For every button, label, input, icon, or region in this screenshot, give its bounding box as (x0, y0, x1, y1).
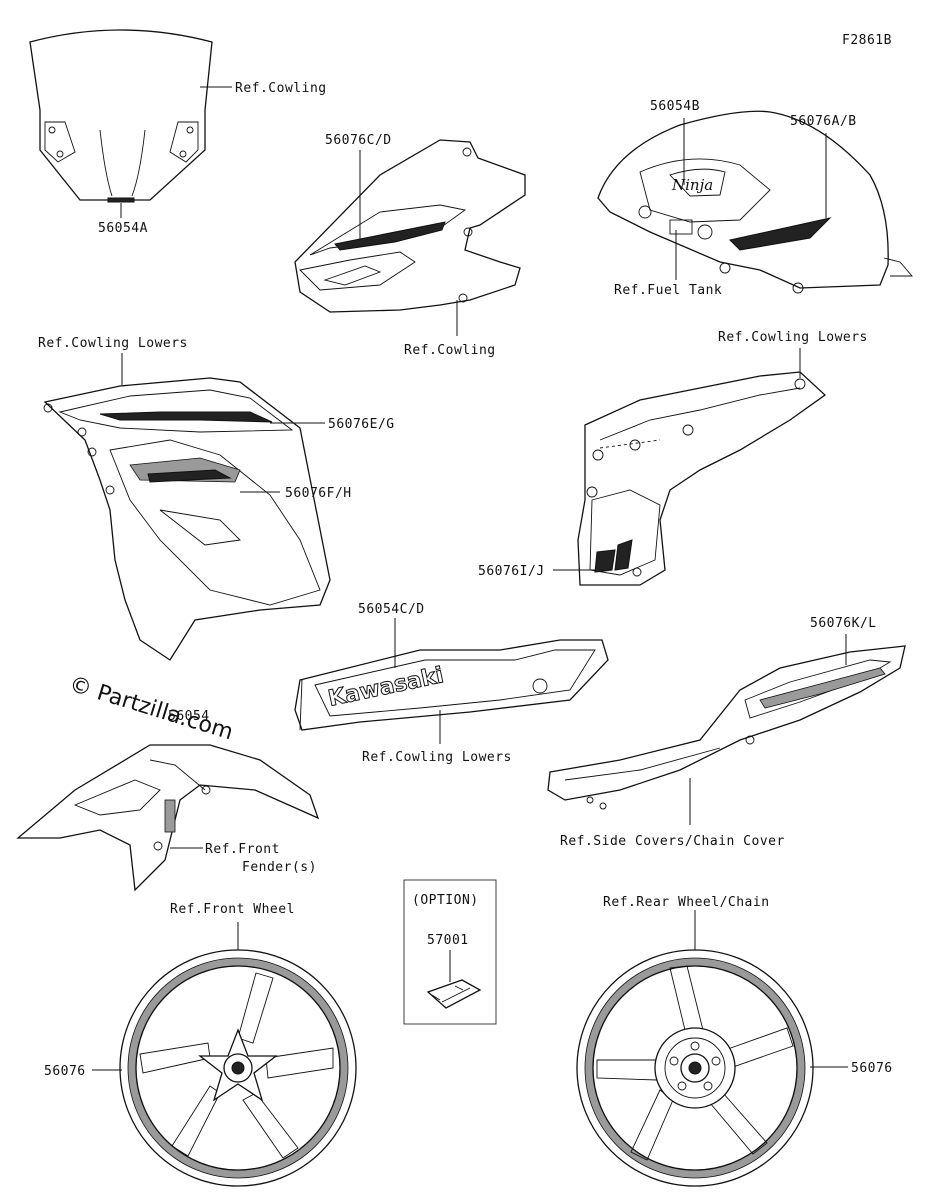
windscreen-decal (107, 197, 135, 203)
label-option: (OPTION) (412, 893, 479, 908)
option-clip (426, 979, 482, 1009)
tail-cowl (547, 645, 906, 810)
label-56076ab: 56076A/B (790, 114, 857, 129)
front-fender (16, 744, 320, 892)
label-ref-cowling-top: Ref.Cowling (235, 81, 327, 96)
windscreen (29, 29, 213, 203)
label-56054cd: 56054C/D (358, 602, 425, 617)
ninja-decal: Ninja (671, 176, 713, 194)
figure-id: F2861B (842, 33, 892, 48)
label-ref-fuel-tank: Ref.Fuel Tank (614, 283, 722, 298)
label-ref-front-fender-1: Ref.Front (205, 842, 280, 857)
label-56076ij: 56076I/J (478, 564, 545, 579)
label-ref-cowling-lowers-center: Ref.Cowling Lowers (362, 750, 512, 765)
label-ref-cowling-lowers-left: Ref.Cowling Lowers (38, 336, 188, 351)
label-56054: 56054 (168, 709, 210, 724)
label-ref-rear-wheel: Ref.Rear Wheel/Chain (603, 895, 770, 910)
upper-cowling (294, 139, 526, 313)
label-ref-cowling-mid: Ref.Cowling (404, 343, 496, 358)
label-56054a: 56054A (98, 221, 148, 236)
right-lower-cowling (577, 371, 827, 586)
left-lower-cowling (43, 377, 331, 661)
partzilla-watermark: © Partzilla.com (66, 672, 236, 746)
label-ref-front-fender-2: Fender(s) (242, 860, 317, 875)
option-box (403, 879, 497, 1025)
label-56076kl: 56076K/L (810, 616, 877, 631)
label-56076eg: 56076E/G (328, 417, 395, 432)
label-56076cd: 56076C/D (325, 133, 392, 148)
label-ref-front-wheel: Ref.Front Wheel (170, 902, 295, 917)
fuel-tank: Ninja (597, 110, 913, 294)
front-wheel (119, 949, 357, 1187)
rear-wheel (576, 949, 814, 1187)
label-ref-cowling-lowers-right: Ref.Cowling Lowers (718, 330, 868, 345)
label-56076-left: 56076 (44, 1064, 86, 1079)
label-56076fh: 56076F/H (285, 486, 352, 501)
label-56054b: 56054B (650, 99, 700, 114)
center-lower-cowling: Kawasaki (294, 639, 609, 731)
label-ref-side-covers: Ref.Side Covers/Chain Cover (560, 834, 785, 849)
label-56076-right: 56076 (851, 1061, 893, 1076)
label-57001: 57001 (427, 933, 469, 948)
